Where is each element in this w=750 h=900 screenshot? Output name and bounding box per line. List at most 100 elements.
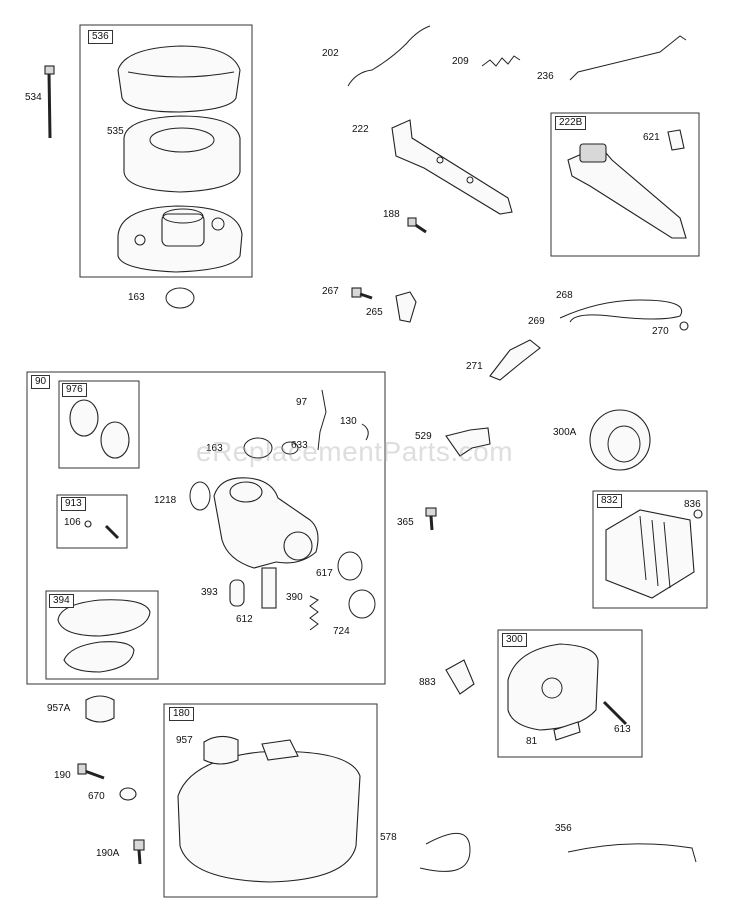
callout-390: 390: [286, 592, 303, 603]
box-300: [497, 629, 643, 758]
part-base-plate: [117, 205, 243, 273]
tag-976: 976: [62, 383, 87, 397]
callout-621: 621: [643, 132, 660, 143]
callout-265: 265: [366, 307, 383, 318]
part-365-screw: [425, 507, 437, 531]
callout-81: 81: [526, 736, 538, 747]
part-268-cable: [559, 299, 683, 323]
part-209-spring: [481, 55, 521, 67]
callout-209: 209: [452, 56, 469, 67]
part-535-filter: [123, 115, 241, 193]
part-670-fitting: [119, 787, 137, 801]
part-163-seal: [243, 437, 273, 459]
box-976: [58, 380, 140, 469]
box-180: [163, 703, 378, 898]
part-265-clamp: [395, 291, 417, 323]
callout-957: 957: [176, 735, 193, 746]
part-976-collar: [69, 399, 130, 459]
tag-222b: 222B: [555, 116, 587, 130]
part-fuel-tank: [177, 735, 361, 883]
callout-534: 534: [25, 92, 42, 103]
callout-1218: 1218: [154, 495, 177, 506]
callout-269: 269: [528, 316, 545, 327]
tag-536: 536: [88, 30, 113, 44]
part-390-spring: [309, 595, 319, 631]
callout-188: 188: [383, 209, 400, 220]
part-300a-drum: [589, 409, 651, 471]
callout-163b: 163: [206, 443, 223, 454]
callout-106: 106: [64, 517, 81, 528]
callout-724: 724: [333, 626, 350, 637]
part-617-ring: [337, 551, 363, 581]
tag-913: 913: [61, 497, 86, 511]
tag-180: 180: [169, 707, 194, 721]
part-222b-bracket: [567, 129, 687, 239]
callout-883: 883: [419, 677, 436, 688]
callout-268: 268: [556, 290, 573, 301]
callout-365: 365: [397, 517, 414, 528]
part-163-gasket: [165, 287, 195, 309]
part-271-lever: [489, 339, 541, 381]
part-190a-fitting: [133, 839, 145, 865]
part-578-harness: [419, 832, 471, 872]
callout-222: 222: [352, 124, 369, 135]
callout-613: 613: [614, 724, 631, 735]
callout-190a: 190A: [96, 848, 120, 859]
callout-190: 190: [54, 770, 71, 781]
part-1218-gasket: [189, 481, 211, 511]
part-222-bracket: [391, 119, 513, 215]
part-883-gasket: [445, 659, 475, 695]
part-267-screw: [351, 287, 373, 300]
callout-633: 633: [291, 440, 308, 451]
callout-236: 236: [537, 71, 554, 82]
callout-97: 97: [296, 397, 308, 408]
part-236-rod: [569, 35, 687, 81]
part-130-clip: [361, 423, 369, 441]
part-534-bolt: [44, 65, 55, 139]
part-832-guard: [605, 509, 695, 599]
callout-130: 130: [340, 416, 357, 427]
part-106-needle: [84, 520, 120, 540]
box-913: [56, 494, 128, 549]
callout-270: 270: [652, 326, 669, 337]
callout-202: 202: [322, 48, 339, 59]
watermark: eReplacementParts.com: [196, 436, 514, 467]
part-529-elbow: [445, 427, 491, 457]
part-356-wire: [567, 843, 697, 863]
box-222b: [550, 112, 700, 257]
part-836-screw: [693, 509, 703, 519]
box-536: [79, 24, 253, 278]
part-97-lever: [317, 389, 327, 451]
callout-163: 163: [128, 292, 145, 303]
box-90: [26, 371, 386, 685]
callout-612: 612: [236, 614, 253, 625]
part-394-gasket-kit: [57, 599, 151, 673]
callout-529: 529: [415, 431, 432, 442]
part-957a-cap: [85, 695, 115, 723]
callout-271: 271: [466, 361, 483, 372]
callout-300a: 300A: [553, 427, 577, 438]
part-270-nut: [679, 321, 689, 331]
part-202-link: [347, 25, 431, 87]
callout-578: 578: [380, 832, 397, 843]
part-393-float: [229, 579, 245, 607]
callout-267: 267: [322, 286, 339, 297]
part-633-seal: [281, 441, 299, 455]
part-535-cover: [117, 45, 241, 113]
callout-957a: 957A: [47, 703, 71, 714]
box-394: [45, 590, 159, 680]
part-300-muffler: [507, 643, 628, 731]
tag-832: 832: [597, 494, 622, 508]
callout-535: 535: [107, 126, 124, 137]
tag-90: 90: [31, 375, 51, 389]
tag-300: 300: [502, 633, 527, 647]
part-81-lock: [553, 721, 581, 741]
part-carburetor: [213, 477, 319, 609]
part-188-screw: [407, 217, 427, 234]
callout-670: 670: [88, 791, 105, 802]
part-724-ring: [348, 589, 376, 619]
callout-356: 356: [555, 823, 572, 834]
callout-617: 617: [316, 568, 333, 579]
